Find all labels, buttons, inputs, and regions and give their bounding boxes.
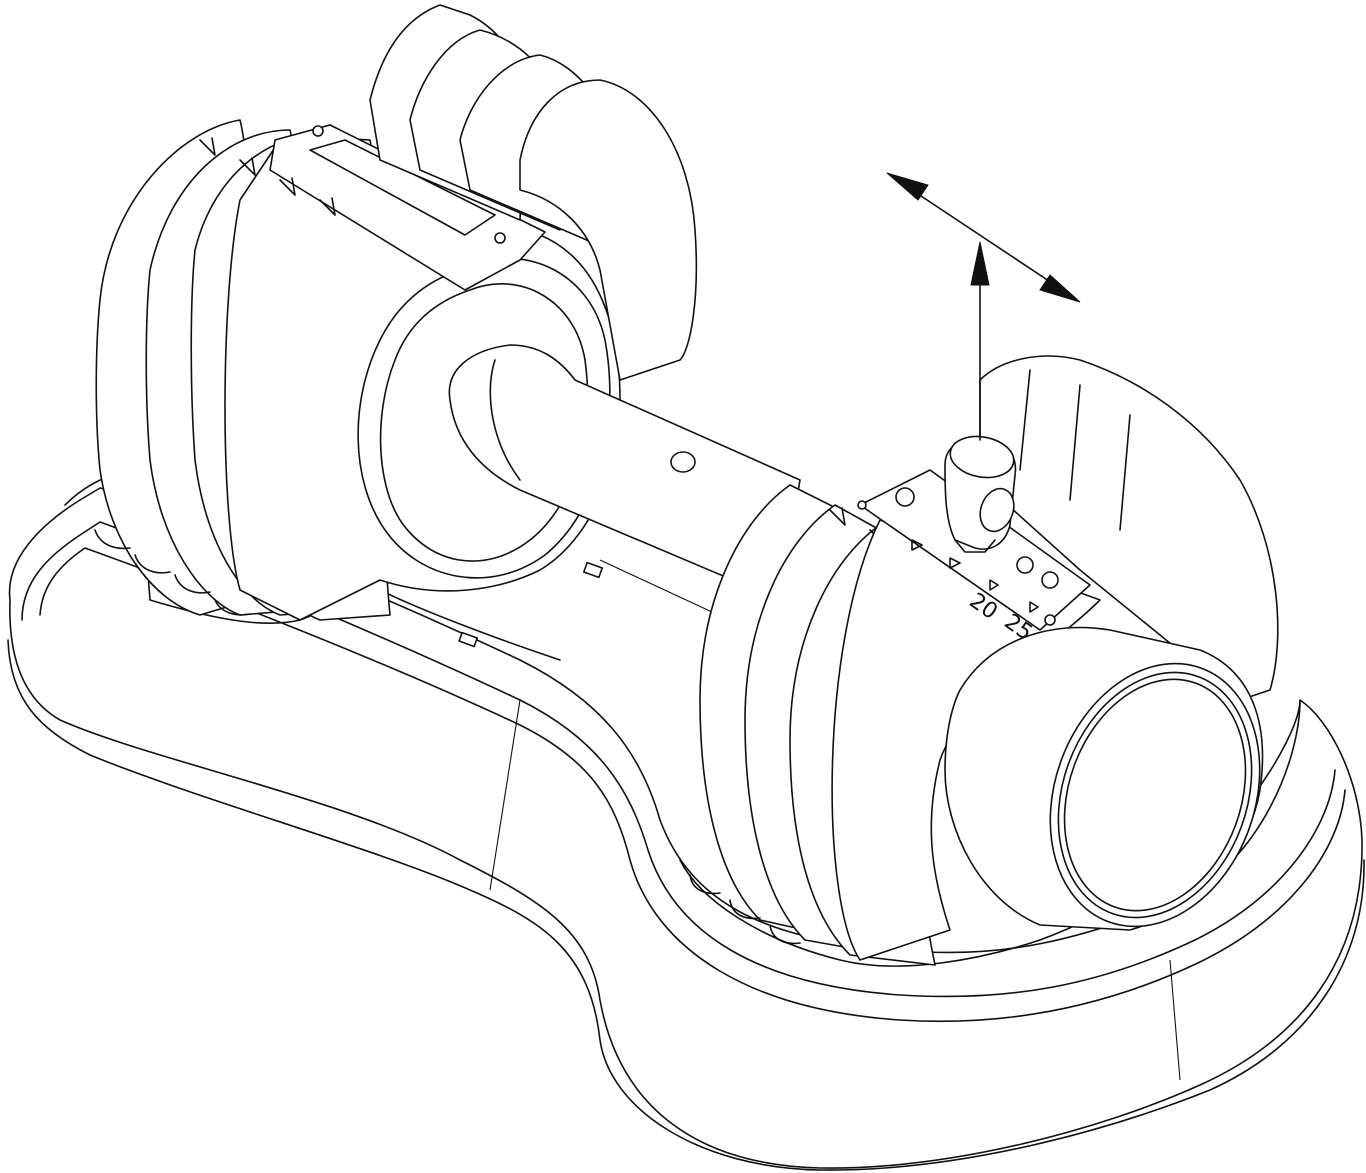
- base-seam-right: [1169, 959, 1181, 1081]
- right-selector-ticks: [911, 539, 1039, 613]
- right-selector-hole-3: [1041, 571, 1059, 589]
- right-endcap-ring-1: [1057, 671, 1253, 919]
- motion-arrows: [886, 172, 1081, 441]
- base-slot-1: [582, 561, 604, 579]
- right-back-plates: [979, 355, 1279, 701]
- right-back-plate-lines: [1019, 369, 1131, 531]
- diagonal-arrowhead-down: [1039, 274, 1081, 303]
- handle-bar-end: [489, 359, 521, 481]
- selector-knob-top: [949, 435, 1015, 479]
- selector-knob: [944, 435, 1017, 553]
- right-selector-hole-2: [1016, 556, 1034, 574]
- right-plate-feet: [689, 874, 801, 945]
- base-outer-edge: [8, 487, 1363, 1169]
- vertical-arrowhead-up: [970, 241, 990, 286]
- handle-bar: [448, 344, 801, 601]
- selector-knob-stem: [954, 539, 996, 553]
- left-plate-stack: [94, 119, 621, 621]
- base-slot-2: [458, 631, 479, 648]
- right-endcap-ring-2: [1063, 678, 1247, 912]
- diagonal-arrow-line: [899, 181, 1071, 296]
- left-top-window: [309, 139, 496, 236]
- back-plate-stack: [369, 4, 698, 381]
- right-plate-stack: 20 25: [689, 355, 1279, 966]
- handle-hole: [670, 451, 696, 473]
- left-top-screw-2: [494, 232, 506, 244]
- right-selector-hole-1: [895, 487, 915, 507]
- base-tray: [7, 469, 1365, 1171]
- back-plate-4: [519, 79, 698, 381]
- left-plate-feet: [94, 529, 251, 616]
- selector-knob-face: [979, 487, 1015, 533]
- handle: [448, 344, 801, 626]
- base-bottom-rim: [7, 639, 1365, 1171]
- base-seam-left: [489, 699, 521, 891]
- right-endcap-face: [1049, 662, 1261, 928]
- right-selector-screw-1: [857, 500, 867, 510]
- left-top-screw-1: [312, 125, 324, 137]
- right-selector-screw-2: [1044, 614, 1056, 626]
- right-selector-plate: [859, 469, 1091, 631]
- diagonal-arrowhead-up: [886, 172, 929, 201]
- left-housing-face-inner: [379, 283, 589, 562]
- left-notch-marks: [199, 137, 336, 216]
